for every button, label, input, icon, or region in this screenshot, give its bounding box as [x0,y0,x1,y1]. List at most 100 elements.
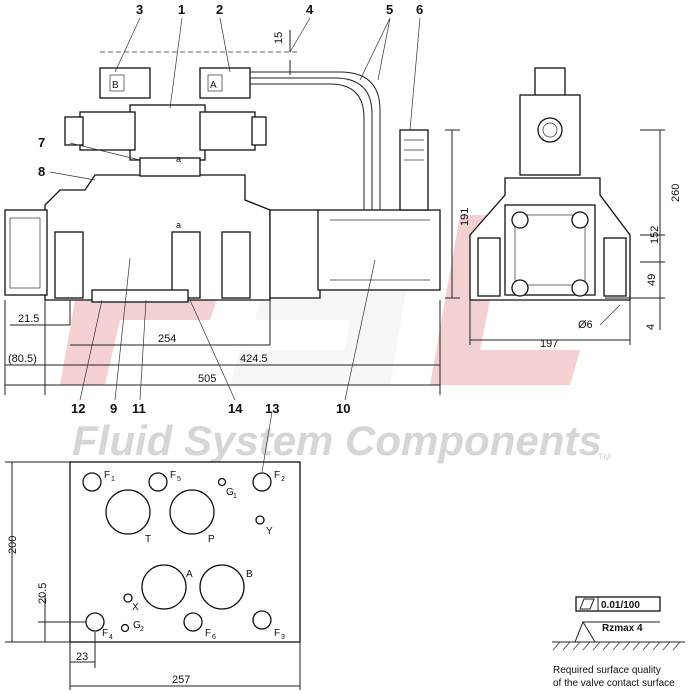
pilot-valve-body [129,104,206,161]
end-view [469,67,665,345]
svg-text:F: F [104,470,110,481]
port-T [105,489,151,535]
callout-12: 12 [71,401,85,416]
callout-8: 8 [38,164,45,179]
dim-260: 260 [670,184,682,202]
hole-F4 [85,612,105,632]
port-A [141,564,187,610]
svg-text:2: 2 [140,626,144,633]
callout-13-leader [261,411,273,473]
dim-200: 200 [7,536,19,554]
dim-20-5: 20.5 [37,583,49,604]
callout-6: 6 [416,2,423,17]
svg-text:2: 2 [281,476,285,483]
svg-text:F: F [102,628,108,639]
dim-15: 15 [273,32,285,44]
hole-F6 [183,612,203,632]
svg-text:F: F [274,470,280,481]
hole-F2 [252,472,272,492]
cable-2 [250,77,373,210]
svg-text:F: F [205,628,211,639]
position-transducer [317,209,441,291]
solenoid-b-label: B [112,80,119,91]
callout-9: 9 [110,401,117,416]
cable-3 [250,83,365,210]
dim-191: 191 [459,208,471,226]
dim-4: 4 [645,324,657,330]
flatness-value: 0.01/100 [601,600,640,611]
callout-1: 1 [178,2,185,17]
dim-80-5: (80.5) [8,353,37,365]
connector-b [99,67,151,99]
watermark-text: Fluid System Components [72,417,602,464]
solenoid-a-label: A [210,80,217,91]
port-A-label: A [186,569,193,580]
svg-text:F: F [274,628,280,639]
callout-13: 13 [265,401,279,416]
side-view: B A a a [4,30,460,395]
svg-text:G: G [133,620,141,631]
hole-F5 [148,472,168,492]
port-B [199,564,245,610]
port-P [169,489,215,535]
dim-197: 197 [540,338,558,350]
solenoid-b [79,111,136,151]
dim-23: 23 [76,651,88,663]
port-P-label: P [208,534,215,545]
cable-1 [250,71,381,210]
callout-2: 2 [216,2,223,17]
dim-257: 257 [172,674,190,686]
hole-F3 [252,610,272,630]
svg-text:G: G [226,487,234,498]
port-B-label: B [246,569,253,580]
transducer-connector [399,129,429,211]
callout-leaders [49,17,421,401]
callout-7: 7 [38,135,45,150]
hole-G2 [120,623,130,633]
surface-note-line1: Required surface quality [553,665,661,676]
watermark-tm: TM [598,452,611,462]
dim-49: 49 [646,274,658,286]
port-X-label: X [132,602,139,613]
callout-5: 5 [386,2,393,17]
dim-424-5: 424.5 [240,353,268,365]
surface-quality-symbol [552,596,685,651]
port-T-label: T [145,534,151,545]
callout-14: 14 [228,401,243,416]
left-end-cap [4,209,48,296]
svg-text:5: 5 [177,476,181,483]
right-cylinder [269,209,321,299]
pilot-a-label: a [176,154,181,164]
roughness-value: Rzmax 4 [602,623,643,634]
dim-254: 254 [158,333,176,345]
connector-a [199,67,251,99]
solenoid-a [199,111,256,151]
surface-note-line2: of the valve contact surface [553,678,675,689]
callout-4: 4 [306,2,314,17]
dim-152: 152 [649,226,661,244]
callout-3: 3 [136,2,143,17]
svg-text:4: 4 [109,634,113,641]
dim-6: Ø6 [578,319,593,331]
dim-21-5: 21.5 [18,313,39,325]
hole-F1 [82,472,102,492]
svg-text:3: 3 [281,634,285,641]
end-connector [534,67,566,99]
hole-X [123,593,133,603]
svg-text:6: 6 [212,634,216,641]
dim-505: 505 [198,373,216,385]
hole-G1 [217,477,227,487]
subplate-view [5,461,301,690]
svg-text:F: F [170,470,176,481]
svg-text:1: 1 [111,476,115,483]
svg-text:1: 1 [233,493,237,500]
main-a-label: a [176,220,181,230]
port-Y-label: Y [266,526,273,537]
